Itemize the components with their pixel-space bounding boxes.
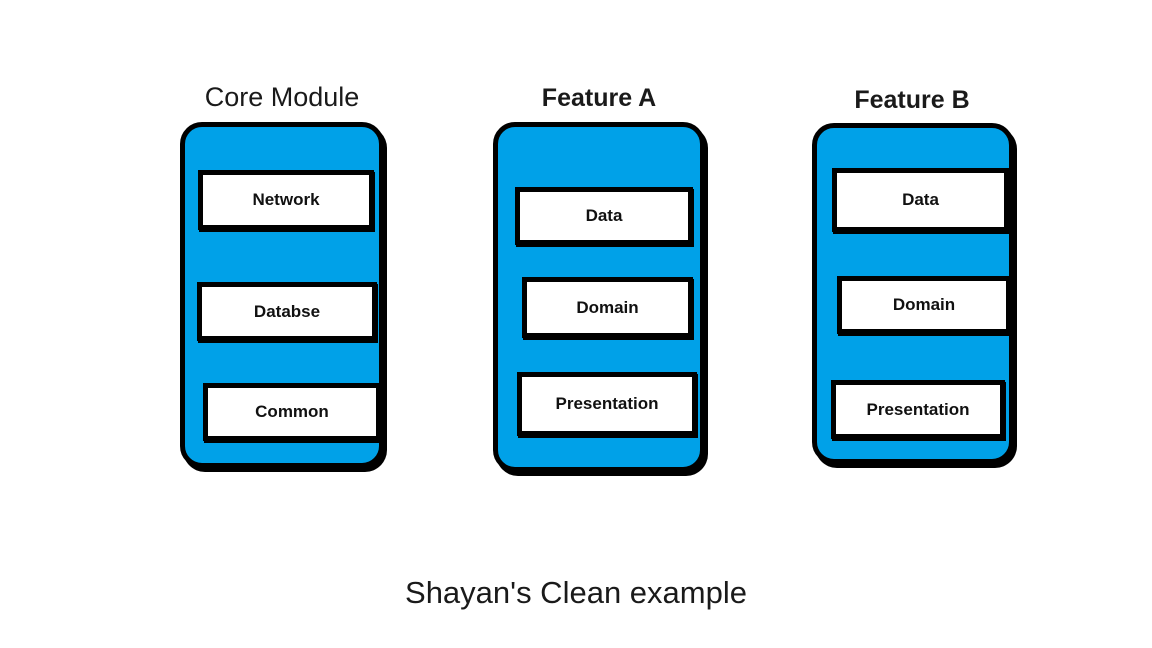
layer-box-data: Data bbox=[832, 168, 1009, 232]
layer-box-network: Network bbox=[198, 170, 374, 230]
layer-label: Network bbox=[252, 190, 320, 209]
module-container-feature-a: Data Domain Presentation bbox=[493, 122, 705, 472]
layer-label: Domain bbox=[892, 295, 956, 314]
layer-label: Data bbox=[585, 206, 623, 225]
layer-box-domain: Domain bbox=[837, 276, 1011, 334]
layer-label: Data bbox=[902, 190, 939, 209]
layer-box-domain: Domain bbox=[522, 277, 693, 338]
module-title-feature-b: Feature B bbox=[854, 86, 970, 114]
layer-label: Domain bbox=[576, 297, 639, 317]
layer-label: Common bbox=[255, 402, 329, 421]
layer-box-presentation: Presentation bbox=[831, 380, 1005, 439]
layer-label: Databse bbox=[253, 301, 321, 321]
module-title-feature-a: Feature A bbox=[541, 84, 657, 112]
layer-box-data: Data bbox=[515, 187, 693, 245]
diagram-caption: Shayan's Clean example bbox=[405, 575, 747, 610]
module-container-feature-b: Data Domain Presentation bbox=[812, 123, 1014, 464]
module-container-core: Network Databse Common bbox=[180, 122, 384, 468]
layer-box-common: Common bbox=[203, 383, 381, 441]
layer-box-database: Databse bbox=[197, 282, 377, 341]
module-title-core: Core Module bbox=[204, 82, 360, 112]
layer-label: Presentation bbox=[866, 399, 970, 419]
layer-label: Presentation bbox=[555, 394, 659, 413]
layer-box-presentation: Presentation bbox=[517, 372, 697, 436]
